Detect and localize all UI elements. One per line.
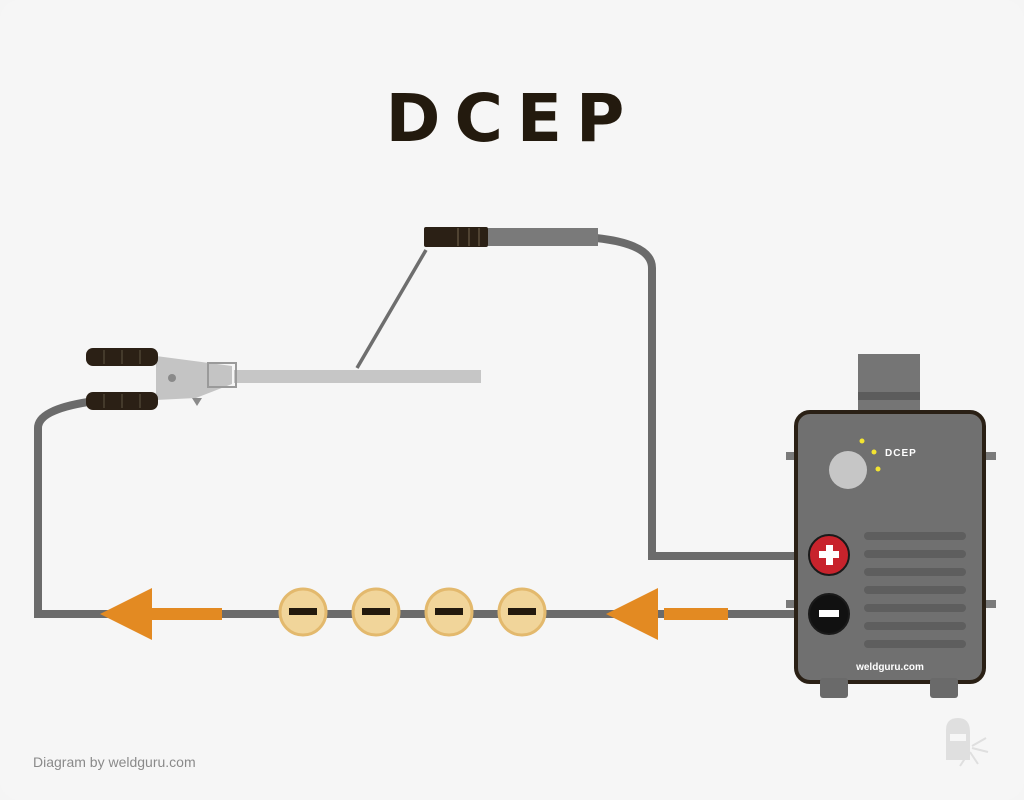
electron <box>424 587 474 637</box>
electrode-holder <box>424 227 598 247</box>
indicator-dot <box>871 449 877 455</box>
flow-arrow-right <box>606 588 728 640</box>
welding-helmet-icon <box>946 718 989 767</box>
indicator-dot <box>859 438 865 444</box>
flow-arrow-left <box>100 588 222 640</box>
page-title: DCEP <box>385 80 639 157</box>
ground-clamp <box>86 348 237 410</box>
machine-brand-label: weldguru.com <box>855 662 924 673</box>
credit-text: Diagram by weldguru.com <box>33 754 196 770</box>
control-knob <box>829 451 867 489</box>
negative-terminal <box>808 593 850 635</box>
indicator-dot <box>875 466 881 472</box>
positive-terminal <box>808 534 850 576</box>
electrode-rod <box>355 249 428 369</box>
machine-mode-label: DCEP <box>885 448 917 459</box>
welding-machine <box>786 354 996 698</box>
electrode-cable <box>595 234 808 560</box>
electron <box>278 587 328 637</box>
electron <box>351 587 401 637</box>
electron <box>497 587 547 637</box>
workpiece-bar <box>234 370 481 383</box>
ground-cable <box>34 398 808 618</box>
